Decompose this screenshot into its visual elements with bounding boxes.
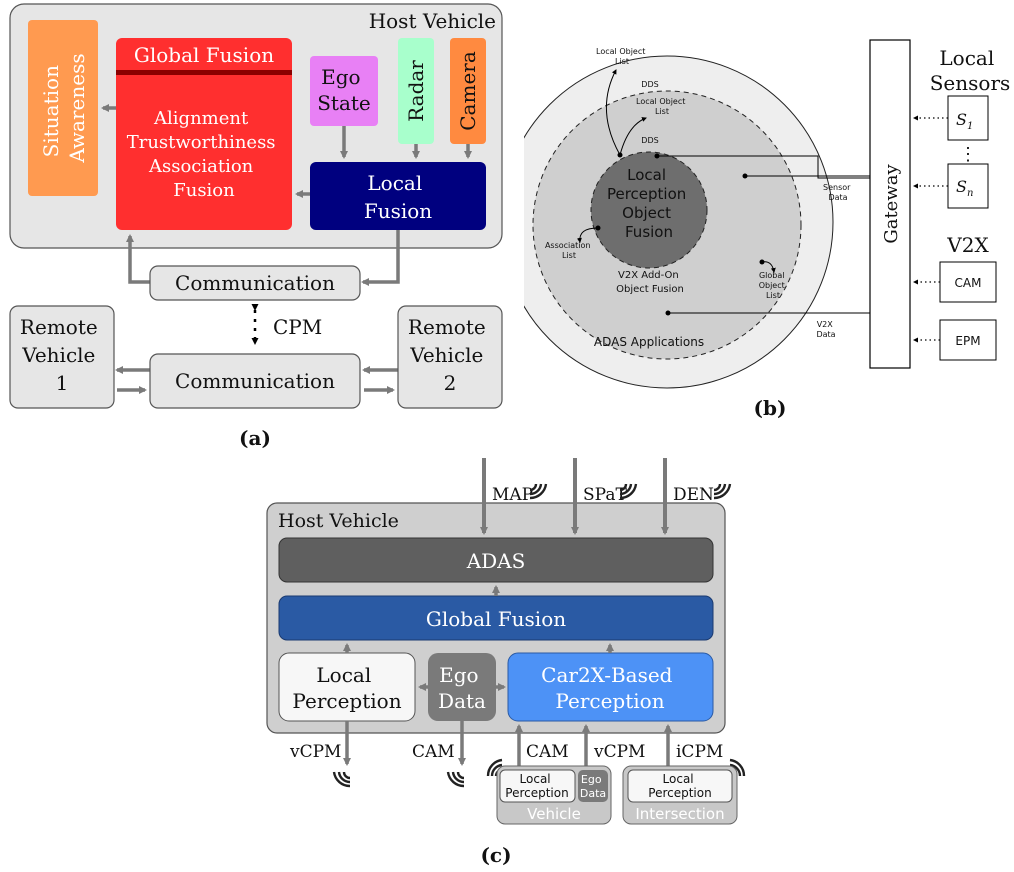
wireless-icons (332, 483, 746, 788)
spat-wireless-icon (619, 483, 638, 500)
panel-c: Host Vehicle MAP SPaT DEN (266, 458, 746, 867)
v2x-data-label: V2X Data (816, 320, 835, 339)
host-vehicle-title: Host Vehicle (369, 9, 496, 33)
panel-a-arrows (101, 104, 472, 394)
vcpm-out-wireless-icon (332, 771, 351, 788)
radar-box (398, 38, 434, 144)
situation-awareness-box (28, 20, 98, 196)
cpm-label: CPM (273, 315, 322, 339)
local-object-list-1: Local Object List (596, 47, 648, 66)
ego-state-label: Ego State (317, 65, 371, 115)
camera-box (450, 38, 486, 144)
den-wireless-icon (713, 483, 732, 500)
adas-label: ADAS (466, 549, 526, 573)
adas-box (278, 537, 714, 583)
vehicle-ego-data-box (578, 770, 608, 802)
dds-2: DDS (641, 136, 658, 145)
association-list: Association List (545, 241, 593, 260)
remote-vehicle-2-label: Remote Vehicle 2 (408, 315, 492, 395)
panel-c-incoming-arrows (480, 458, 669, 535)
caption-a: (a) (239, 426, 271, 450)
car2x-perception-label: Car2X-Based Perception (541, 663, 679, 713)
global-fusion-divider (116, 70, 292, 75)
vcpm-out-label: vCPM (289, 742, 341, 762)
panel-b: Local Perception Object Fusion Local Obj… (524, 39, 1011, 420)
local-perception-c-label: Local Perception (292, 663, 401, 713)
global-fusion-box (116, 38, 292, 230)
local-object-list-2: Local Object List (636, 97, 688, 116)
cam-out-label: CAM (412, 742, 455, 762)
vehicle-local-perception-box (499, 769, 576, 803)
local-fusion-label: Local Fusion (364, 171, 432, 223)
sensor-s1-label: S1 (956, 110, 973, 132)
local-fusion-box (310, 162, 486, 230)
communication-top-label: Communication (175, 271, 335, 295)
cam-out-wireless-icon (446, 771, 465, 788)
v2x-addon-label: V2X Add-On Object Fusion (616, 270, 684, 295)
vehicle-ego-data-label: Ego Data (580, 773, 606, 800)
cam-in-label: CAM (526, 742, 569, 762)
sensor-data-label: Sensor Data (823, 183, 853, 202)
communication-bottom-box (149, 353, 361, 409)
map-label: MAP (492, 485, 533, 505)
remote-vehicle-1-label: Remote Vehicle 1 (20, 315, 104, 395)
intersection-local-perception-label: Local Perception (648, 772, 711, 800)
caption-b: (b) (754, 396, 787, 420)
spat-label: SPaT (583, 485, 627, 505)
gateway-box (869, 39, 911, 369)
vehicle-label: Vehicle (527, 805, 581, 823)
map-wireless-icon (529, 483, 548, 500)
cam-box (939, 261, 997, 303)
ego-data-c-box (428, 653, 496, 721)
situation-awareness-label: Situation Awareness (39, 53, 89, 163)
sensor-sn-box (947, 163, 989, 209)
remote-vehicle-1-box (9, 305, 115, 409)
gateway-label: Gateway (881, 164, 902, 244)
intersection-local-perception-box (627, 769, 733, 803)
intersection-label: Intersection (635, 805, 724, 823)
icpm-in-label: iCPM (676, 742, 723, 762)
v2x-label: V2X (946, 233, 989, 257)
radar-label: Radar (404, 60, 428, 122)
camera-label: Camera (456, 51, 480, 131)
core-label: Local Perception Object Fusion (607, 166, 691, 241)
vcpm-in-label: vCPM (593, 742, 645, 762)
host-vehicle-c-title: Host Vehicle (278, 510, 399, 532)
sensor-s1-box (947, 95, 989, 141)
ego-data-c-label: Ego Data (438, 663, 486, 713)
adas-applications-label: ADAS Applications (594, 335, 704, 349)
global-fusion-steps: Alignment Trustworthiness Association Fu… (127, 108, 282, 201)
panel-c-inner-arrows (343, 585, 672, 768)
global-fusion-header: Global Fusion (134, 43, 274, 67)
cam-label: CAM (955, 276, 982, 290)
remote-vehicle-2-box (397, 305, 503, 409)
sensor-vdots: ⋮ (959, 144, 977, 165)
local-sensors-label: Local Sensors (930, 46, 1011, 95)
den-label: DEN (673, 485, 714, 505)
global-object-list: Global Object List (759, 271, 788, 300)
epm-label: EPM (955, 334, 980, 348)
ego-state-box (310, 56, 378, 126)
panel-b-dotted-inputs (913, 115, 948, 343)
global-fusion-c-label: Global Fusion (426, 607, 566, 631)
epm-box (939, 319, 997, 361)
communication-bottom-label: Communication (175, 369, 335, 393)
sensor-sn-label: Sn (956, 177, 973, 199)
communication-top-box (149, 265, 361, 301)
panel-a: Host Vehicle Situation Awareness Global … (9, 3, 503, 450)
local-perception-circle (590, 151, 708, 269)
vehicle-local-perception-label: Local Perception (505, 772, 568, 800)
panel-b-dots (595, 152, 765, 316)
dds-1: DDS (641, 80, 658, 89)
caption-c: (c) (480, 843, 511, 867)
